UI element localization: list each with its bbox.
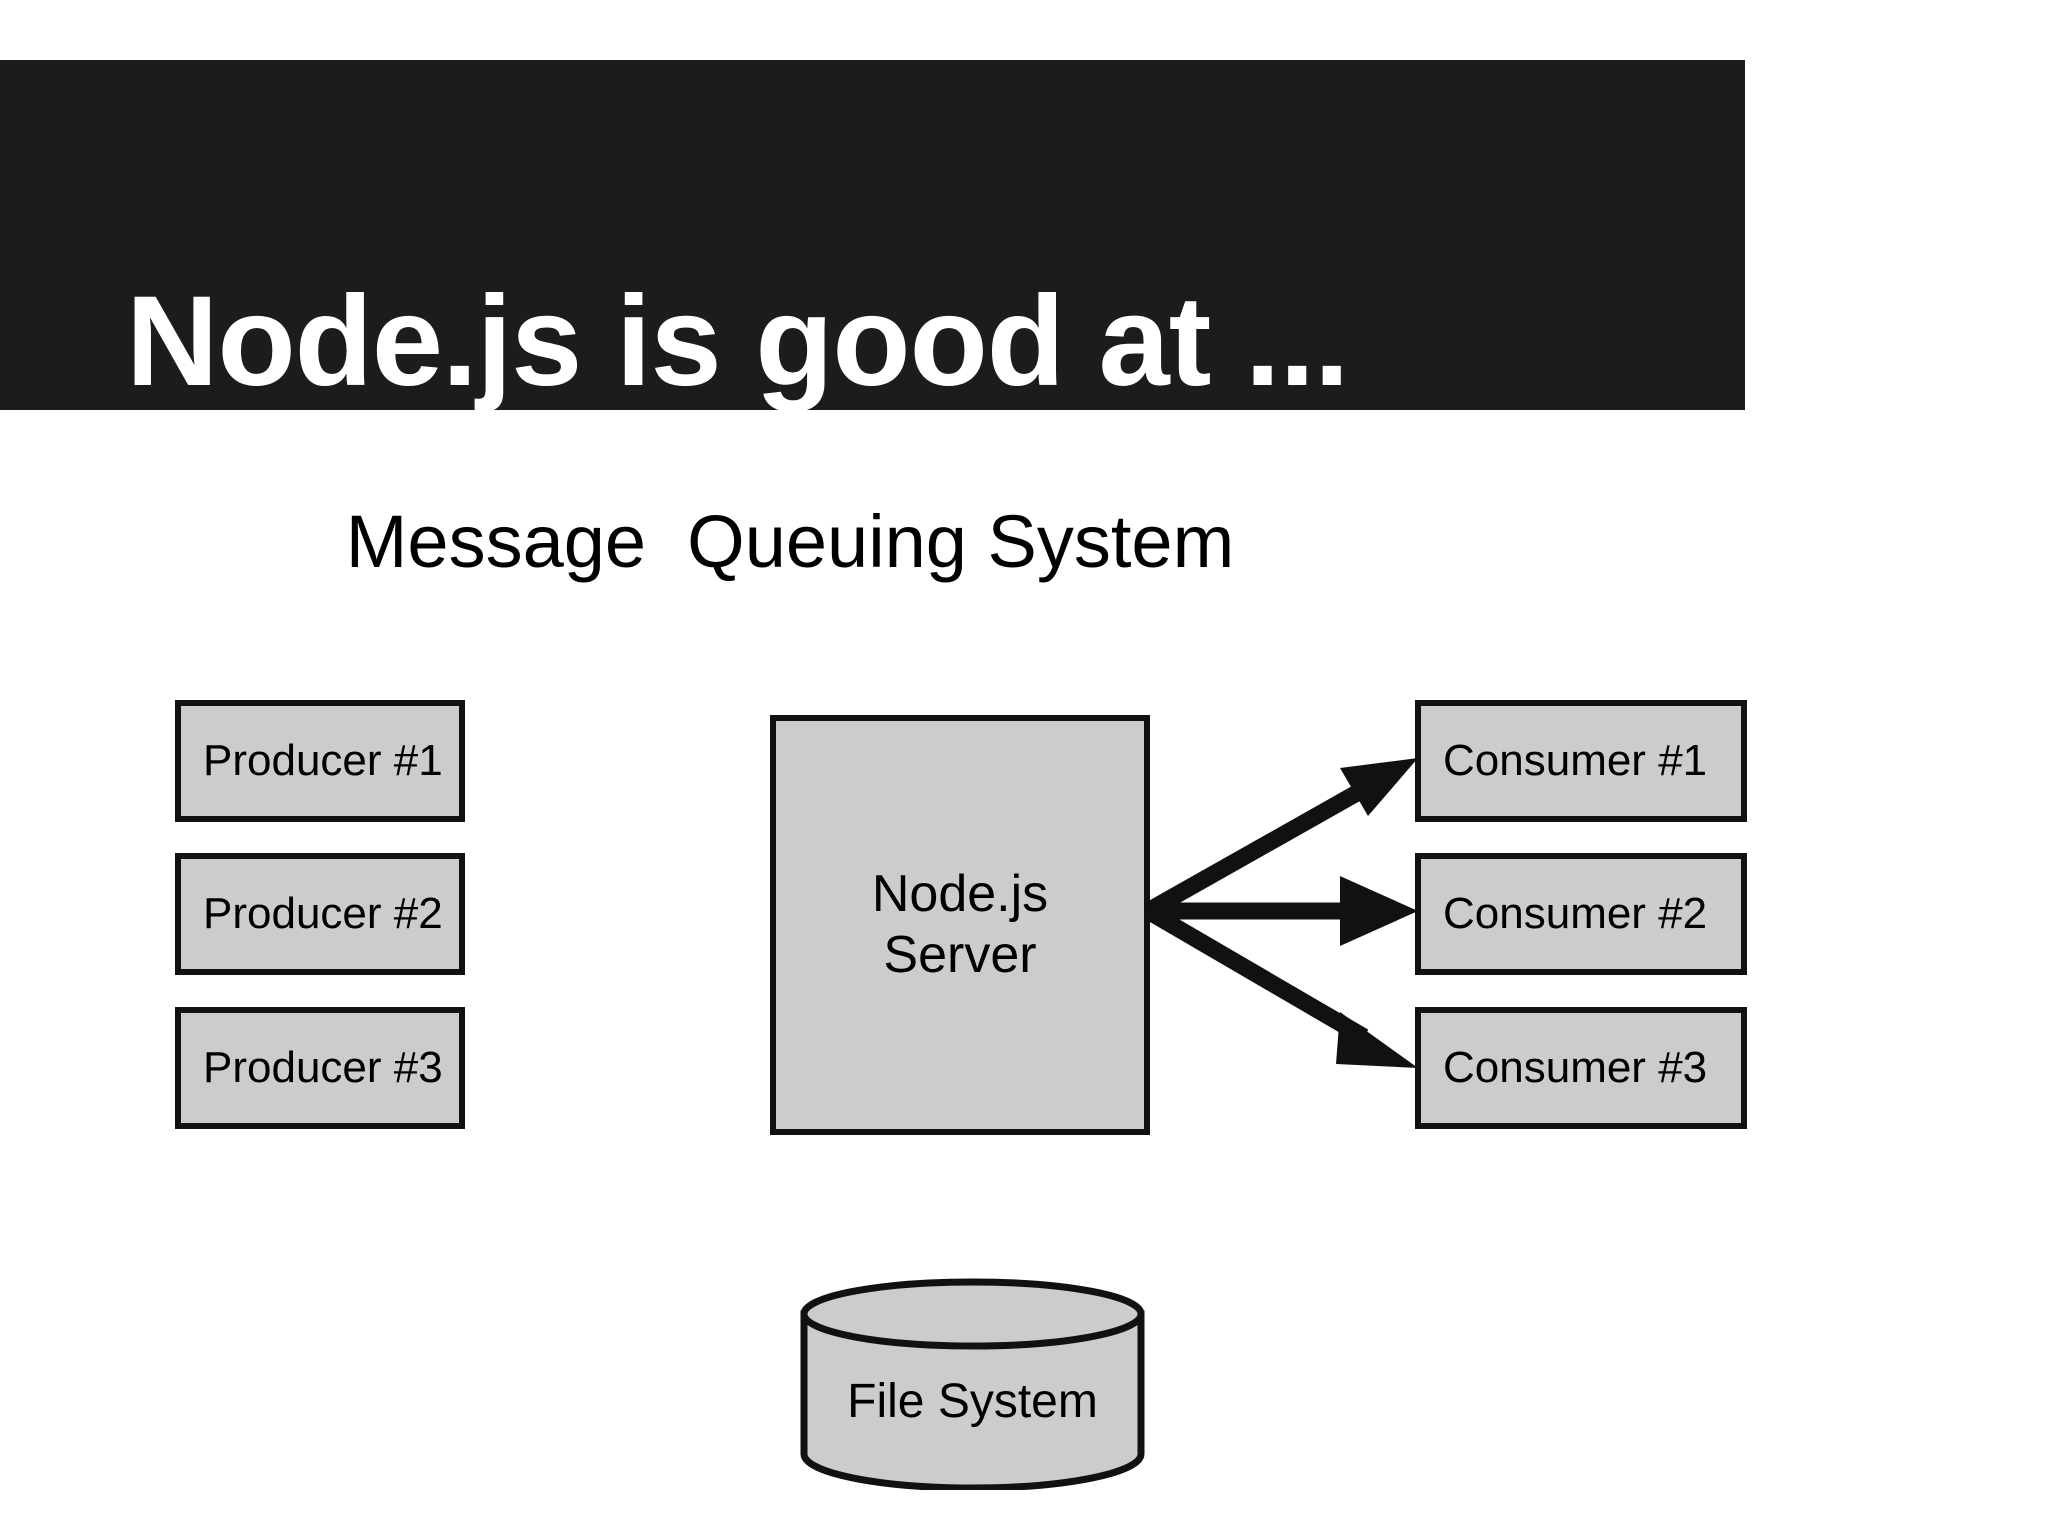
producer-box-1: Producer #1 <box>175 700 465 822</box>
producer-label-1: Producer #1 <box>203 736 443 785</box>
file-system-cylinder <box>800 1278 1145 1490</box>
producer-box-3: Producer #3 <box>175 1007 465 1129</box>
consumer-label-2: Consumer #2 <box>1443 889 1708 938</box>
producer-label-2: Producer #2 <box>203 889 443 938</box>
arrow-server-to-consumer-1 <box>1143 758 1418 919</box>
file-system-label: File System <box>847 1375 1098 1428</box>
consumer-box-2: Consumer #2 <box>1415 853 1747 975</box>
consumer-box-1: Consumer #1 <box>1415 700 1747 822</box>
consumer-box-3: Consumer #3 <box>1415 1007 1747 1129</box>
slide-title: Node.js is good at ... <box>126 270 1350 413</box>
slide-subtitle: Message Queuing System <box>345 500 1235 583</box>
consumer-label-1: Consumer #1 <box>1443 736 1708 785</box>
arrow-server-to-consumer-3 <box>1143 903 1418 1068</box>
arrow-server-to-consumer-2 <box>1148 876 1418 946</box>
producer-box-2: Producer #2 <box>175 853 465 975</box>
nodejs-server-box: Node.js Server <box>770 715 1150 1135</box>
title-bar: Node.js is good at ... <box>0 60 1745 410</box>
producer-label-3: Producer #3 <box>203 1043 443 1092</box>
server-label-line1: Node.js <box>871 864 1049 923</box>
server-label-line2: Server <box>883 926 1037 984</box>
consumer-label-3: Consumer #3 <box>1443 1043 1708 1092</box>
